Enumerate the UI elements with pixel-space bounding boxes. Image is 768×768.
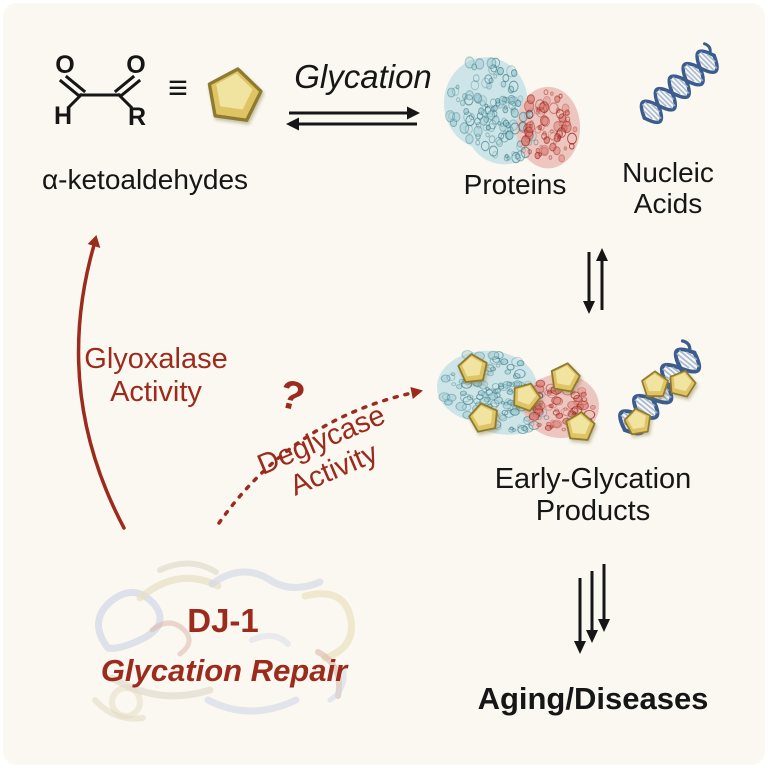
dj1-caption-label: Glycation Repair — [100, 653, 348, 688]
consequence-arrows-icon — [574, 564, 610, 654]
atom-label-h: H — [53, 102, 73, 130]
equivalence-symbol: ≡ — [168, 69, 188, 107]
atom-label-r: R — [127, 103, 147, 131]
dj1-name-label: DJ-1 — [187, 602, 259, 639]
dj1-structure-image — [92, 560, 355, 722]
figure-background — [3, 3, 765, 765]
pentagon-icon — [203, 63, 266, 124]
ketoaldehydes-label: α-ketoaldehydes — [41, 164, 249, 195]
deglycase-dashed-arrow-icon — [217, 387, 423, 525]
vertical-equilibrium-arrows-icon — [583, 248, 608, 314]
proteins-label: Proteins — [463, 169, 567, 200]
glyoxalase-arrow-icon — [76, 235, 126, 530]
glycation-label: Glycation — [294, 58, 432, 95]
ketoaldehyde-structure-icon — [58, 74, 142, 110]
atom-label-o2: O — [126, 51, 146, 79]
atom-label-o1: O — [55, 51, 75, 79]
proteins-structure-image — [443, 56, 581, 169]
aging-diseases-label: Aging/Diseases — [477, 681, 709, 716]
nucleic-acid-dna-icon — [632, 40, 727, 130]
glycation-equilibrium-arrows-icon — [286, 106, 420, 131]
